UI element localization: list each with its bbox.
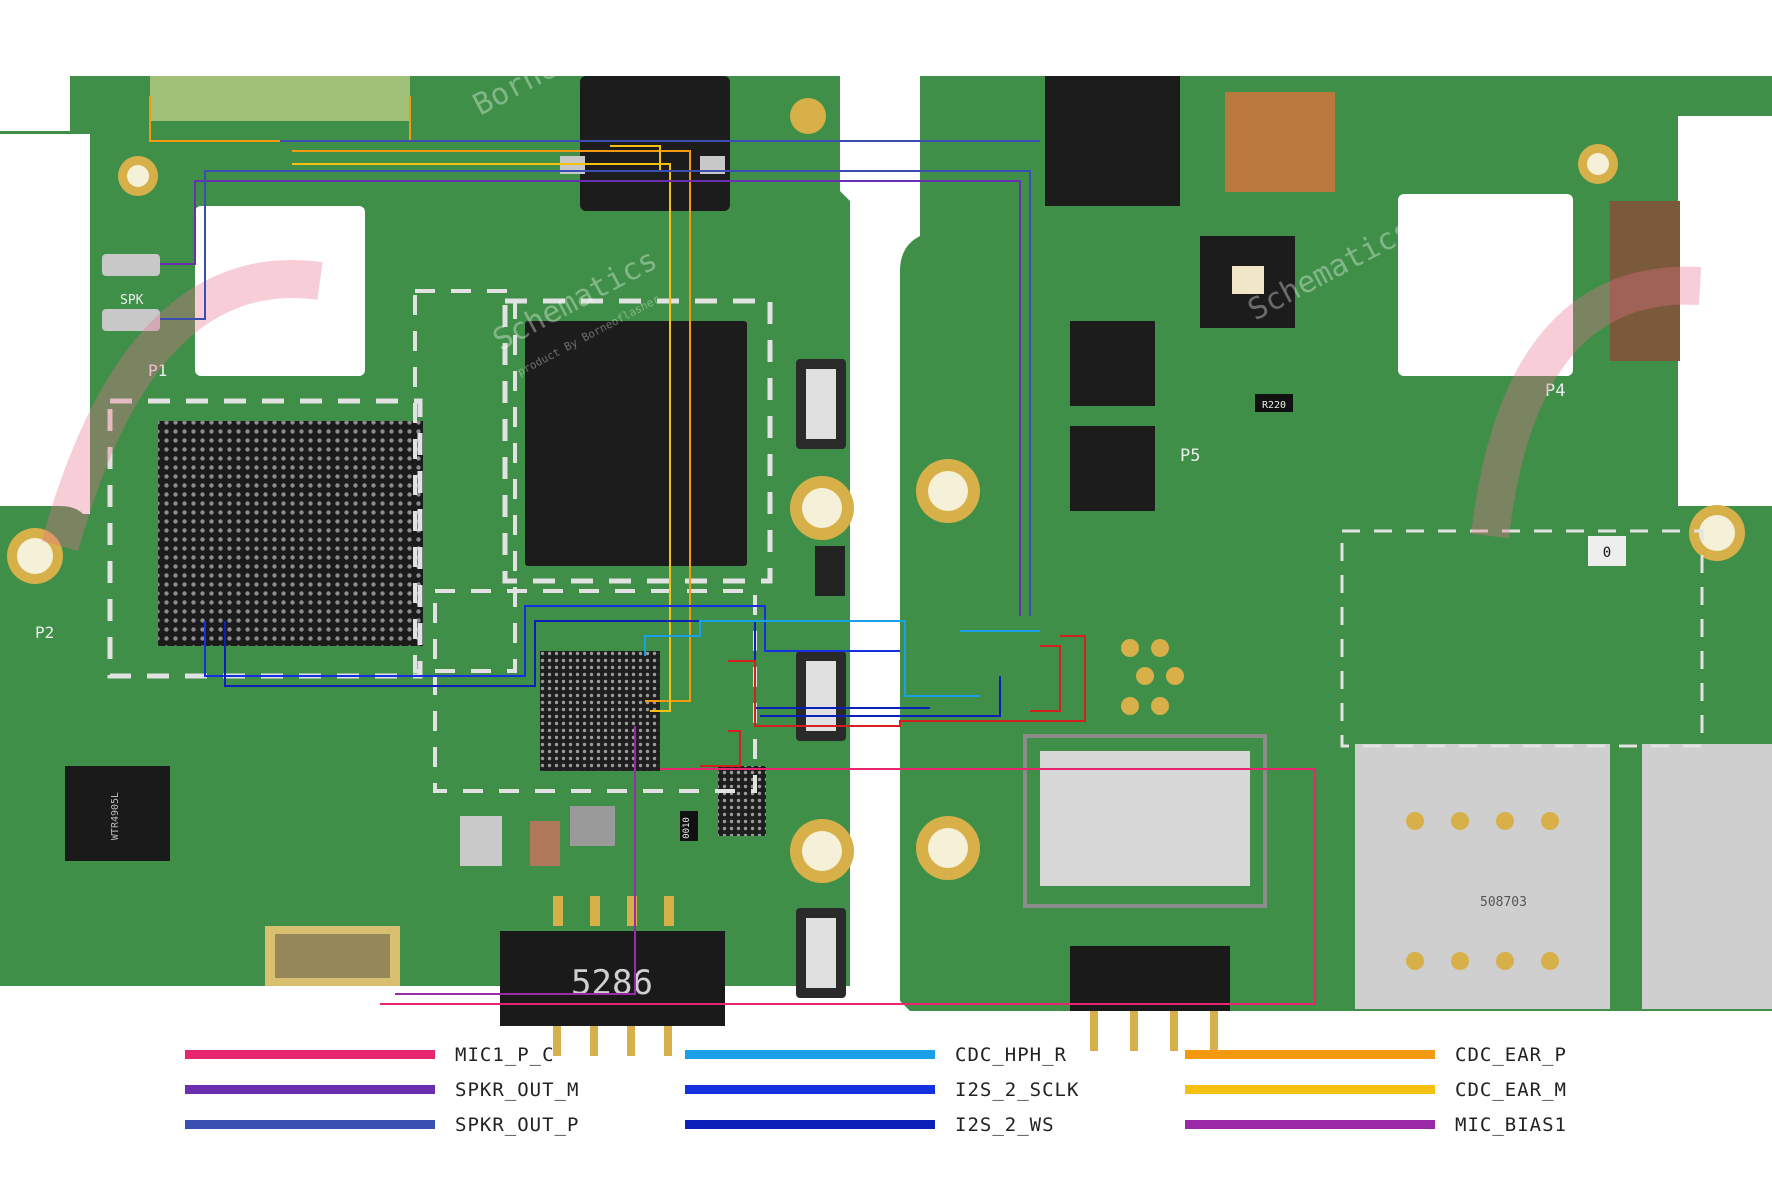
legend-swatch (685, 1050, 935, 1059)
legend-label: MIC1_P_C (455, 1044, 555, 1066)
camera-module (1045, 76, 1180, 206)
headphone-jack (580, 76, 730, 211)
legend-label: CDC_EAR_P (1455, 1044, 1567, 1066)
legend-swatch (1185, 1120, 1435, 1129)
trace-spkr-out-m (160, 180, 1021, 616)
legend-label: I2S_2_WS (955, 1114, 1055, 1136)
memory-chip (525, 321, 747, 566)
codec-bga (540, 651, 660, 771)
legend-label: CDC_EAR_M (1455, 1079, 1567, 1101)
trace-i2s-sclk (204, 605, 900, 677)
trace-red-1 (728, 635, 1086, 727)
label-p1: P1 (148, 361, 167, 380)
signal-traces (149, 96, 1316, 1005)
res-r220: R220 (1262, 400, 1286, 411)
legend-label: I2S_2_SCLK (955, 1079, 1080, 1101)
legend: MIC1_P_C SPKR_OUT_M SPKR_OUT_P CDC_HPH_R I2S… (0, 1040, 1772, 1192)
legend-swatch (185, 1050, 435, 1059)
label-p4: P4 (1545, 381, 1565, 401)
label-p2: P2 (35, 623, 54, 642)
sim-tray-2 (1642, 744, 1772, 1009)
cpu-bga (158, 421, 423, 646)
res-0: 0 (1603, 545, 1611, 561)
legend-label: SPKR_OUT_P (455, 1114, 580, 1136)
sim-tray-1 (1355, 744, 1610, 1009)
label-spk: SPK (120, 293, 144, 308)
label-p5: P5 (1180, 446, 1200, 466)
flex-connector (265, 926, 400, 986)
trace-red-2 (700, 730, 741, 767)
trace-mic1-p-c (380, 768, 1316, 1005)
shield-can (1040, 751, 1250, 886)
trace-cdc-hph-r (644, 620, 980, 697)
trace-red-3 (1030, 645, 1061, 712)
legend-label: CDC_HPH_R (955, 1044, 1067, 1066)
legend-swatch (1185, 1085, 1435, 1094)
legend-swatch (685, 1085, 935, 1094)
legend-label: MIC_BIAS1 (1455, 1114, 1567, 1136)
legend-swatch (185, 1120, 435, 1129)
legend-label: SPKR_OUT_M (455, 1079, 580, 1101)
legend-swatch (685, 1120, 935, 1129)
pmic-chip (65, 766, 170, 861)
trace-cdc-ear-p-2 (292, 150, 691, 702)
trace-cdc-ear-m-2 (610, 145, 661, 171)
trace-i2s-ws-2 (760, 676, 1001, 717)
trace-mic-bias1 (395, 726, 636, 995)
trace-cdc-ear-m (292, 163, 671, 712)
legend-swatch (1185, 1050, 1435, 1059)
pmic-marking: WTR4905L (110, 792, 121, 840)
chip-code: 0010 (682, 817, 692, 839)
battery-connector (500, 931, 725, 1026)
legend-swatch (185, 1085, 435, 1094)
sim-code: 508703 (1480, 895, 1527, 910)
battery-code: 5286 (571, 963, 653, 1003)
right-board: 508703 0 R220 P4 P5 (790, 76, 1772, 1051)
trace-spkr-out-p (160, 170, 1031, 616)
left-board: WTR4905L 5286 (0, 76, 854, 1116)
